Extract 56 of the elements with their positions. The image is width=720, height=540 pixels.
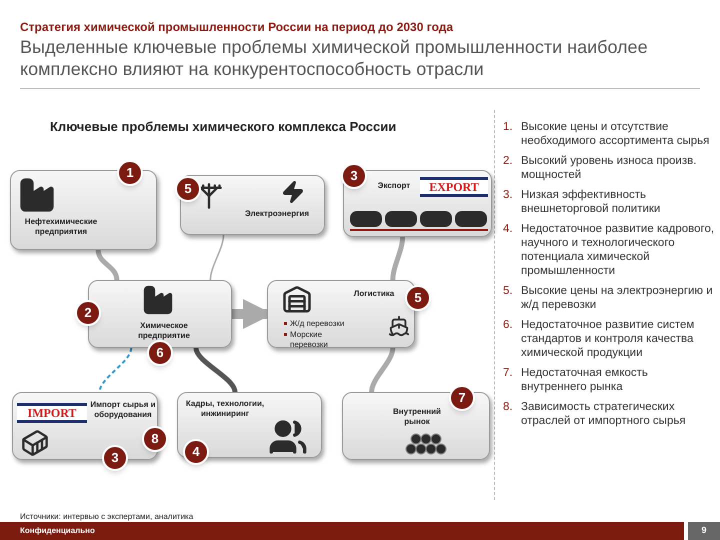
panel-label: Логистика	[352, 289, 396, 299]
list-number: 7.	[503, 366, 514, 381]
list-number: 6.	[503, 318, 514, 333]
number-badge: 3	[341, 163, 367, 189]
list-number: 1.	[503, 120, 514, 135]
list-number: 5.	[503, 284, 514, 299]
sign-text: EXPORT	[420, 177, 488, 197]
problem-text: Недостаточное развитие систем стандартов и контроля качества химической продукции	[521, 318, 696, 360]
bullet-text: Ж/д перевозки	[290, 319, 344, 329]
connector-line	[194, 347, 238, 393]
connector-line	[369, 348, 396, 392]
connector-line	[96, 250, 120, 280]
scene-panel	[177, 392, 322, 458]
problem-text: Зависимость стратегических отраслей от импортного сырья	[521, 400, 687, 428]
panel-label: Внутренний рынок	[392, 407, 442, 427]
problem-text: Высокие цены на электроэнергию и ж/д перевозки	[521, 284, 714, 312]
connector-line	[98, 348, 132, 392]
panel-label: Кадры, технологии, инжиниринг	[184, 399, 266, 419]
source-note: Источники: интервью с экспертами, аналитика	[20, 511, 194, 523]
scene-panel	[342, 392, 490, 460]
problem-text: Высокий уровень износа произв. мощностей	[521, 154, 698, 182]
panel-label: Нефтехимические предприятия	[24, 217, 98, 237]
connector-line	[210, 234, 224, 280]
scene-panel	[180, 175, 325, 235]
problem-text: Высокие цены и отсутствие необходимого ассортимента сырья	[521, 120, 710, 148]
problem-text: Недостаточная емкость внутреннего рынка	[521, 366, 649, 394]
sign-text: IMPORT	[17, 403, 87, 423]
number-badge: 4	[183, 439, 209, 465]
panel-label: Химическое предприятие	[137, 321, 191, 341]
header-text: Стратегия химической промышленности России на период до 2030 года	[20, 19, 454, 36]
number-badge: 5	[175, 176, 201, 202]
number-badge: 6	[147, 340, 173, 366]
problem-text: Низкая эффективность внешнеторговой политики	[521, 188, 662, 216]
connector-line	[390, 236, 406, 280]
scene-panel	[10, 170, 157, 250]
number-badge: 5	[405, 285, 431, 311]
footer-text: Конфиденциально	[20, 525, 95, 537]
diagram-title: Ключевые проблемы химического комплекса России	[50, 118, 396, 136]
headline: Выделенные ключевые проблемы химической промышленности наиболее комплексно влияют на конкурентоспособность отрасли	[20, 36, 649, 80]
list-number: 2.	[503, 154, 514, 169]
panel-label: Электроэнергия	[244, 209, 310, 219]
problem-text: Недостаточное развитие кадрового, научного и технологического потенциала химической промышленности	[521, 222, 715, 278]
page-number: 9	[688, 522, 720, 540]
list-number: 3.	[503, 188, 514, 203]
list-number: 8.	[503, 400, 514, 415]
number-badge: 7	[449, 385, 475, 411]
panel-label: Импорт сырья и оборудования	[89, 400, 157, 420]
number-badge: 2	[75, 300, 101, 326]
list-number: 4.	[503, 222, 514, 237]
scene-panel	[267, 280, 415, 348]
bullet-text: Морские перевозки	[290, 330, 329, 350]
scene-panel	[343, 170, 492, 237]
number-badge: 3	[102, 445, 128, 471]
number-badge: 1	[117, 160, 143, 186]
number-badge: 8	[142, 426, 168, 452]
panel-label: Экспорт	[376, 181, 412, 191]
